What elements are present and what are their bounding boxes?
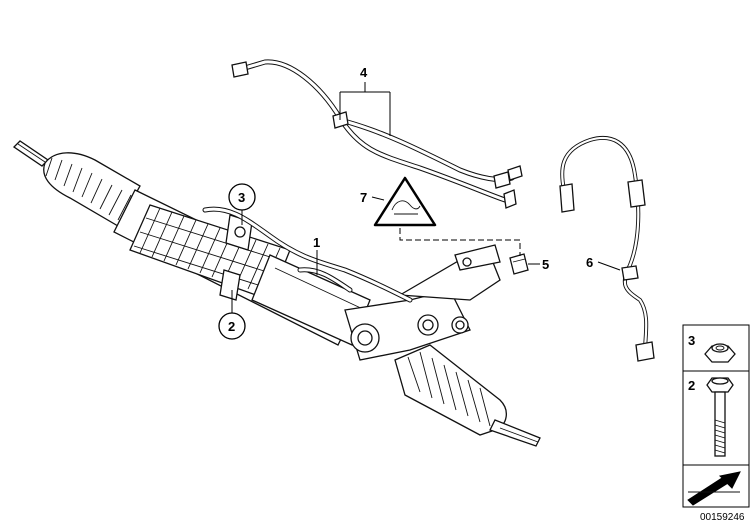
leader-lines xyxy=(231,82,621,313)
pressure-hose-line xyxy=(231,59,523,209)
steering-rack-assembly xyxy=(12,140,541,447)
callout-7: 7 xyxy=(360,190,367,205)
clip-part xyxy=(509,253,529,275)
callout-3: 3 xyxy=(238,190,245,205)
rack-housing xyxy=(129,204,291,301)
bolt-icon xyxy=(706,377,734,457)
arrow-icon xyxy=(687,471,741,506)
callout-5: 5 xyxy=(542,257,549,272)
callout-6: 6 xyxy=(586,255,593,270)
fastener-legend: 3 2 xyxy=(682,324,750,508)
legend-nut-number: 3 xyxy=(688,333,695,348)
nut-icon xyxy=(704,343,736,363)
diagram-number: 00159246 xyxy=(700,512,745,523)
warning-label-triangle-icon xyxy=(373,176,437,227)
legend-bolt-number: 2 xyxy=(688,378,695,393)
right-bellows xyxy=(394,344,507,436)
callout-2: 2 xyxy=(228,319,235,334)
callout-1: 1 xyxy=(313,235,320,250)
valve-housing xyxy=(344,244,501,361)
callout-3-circle xyxy=(228,183,256,211)
sensor-wire xyxy=(559,135,655,362)
callout-4: 4 xyxy=(360,65,368,80)
callout-2-circle xyxy=(218,312,246,340)
